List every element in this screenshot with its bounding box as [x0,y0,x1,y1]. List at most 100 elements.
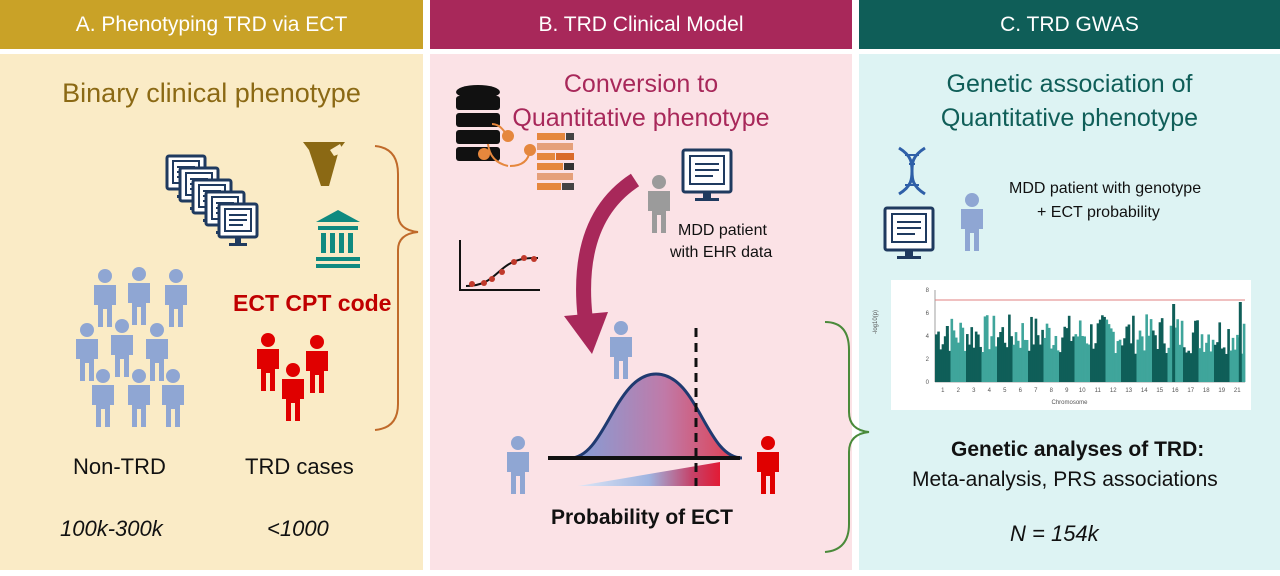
plot-bar [1090,324,1093,382]
plot-bar [1227,329,1230,382]
genotype-patient-line2: + ECT probability [1037,204,1160,221]
panel-c-heading-line1: Genetic association of [946,70,1193,98]
plot-bar [1070,341,1073,382]
plot-x-tick: 12 [1110,388,1117,394]
plot-bar [1028,350,1031,382]
plot-bar [1083,336,1086,382]
plot-bar [1043,337,1047,382]
plot-bar [1116,341,1120,382]
panel-a-heading: Binary clinical phenotype [62,78,361,108]
trd-cases-label: TRD cases [245,454,354,479]
plot-bar [1191,332,1195,382]
plot-bar [1187,350,1191,382]
non-trd-label: Non-TRD [73,454,166,479]
plot-x-tick: 6 [1019,388,1023,394]
plot-bar [1205,342,1208,382]
plot-bar [1014,332,1018,382]
plot-bar [1118,339,1122,382]
plot-x-tick: 9 [1065,388,1069,394]
plot-bar [1207,334,1210,382]
plot-bar [1096,323,1100,382]
plot-bar [937,331,940,382]
plot-bar [1156,348,1160,382]
plot-bar [1103,316,1106,382]
plot-y-tick: 6 [926,311,930,317]
plot-bar [981,351,985,382]
plot-bar [1220,348,1224,382]
plot-bar [1147,335,1151,382]
plot-bar [1140,336,1144,382]
probability-distribution [548,328,743,486]
plot-bar [1085,343,1089,382]
plot-bar [1158,322,1162,382]
dna-icon [898,146,926,196]
plot-bar [985,315,989,382]
panel-b-heading-line1: Conversion to [563,70,719,98]
plot-bar [1152,330,1155,382]
plot-bar [1114,353,1117,382]
plot-y-tick: 0 [926,380,930,386]
plot-peak [1172,304,1176,382]
plot-bar [1198,348,1202,382]
plot-x-tick: 16 [1172,388,1179,394]
plot-bar [1001,327,1005,382]
plot-bar [1081,335,1084,382]
plot-bar [963,350,967,382]
plot-bar [1101,315,1104,382]
plot-bar [992,315,996,382]
plot-x-tick: 3 [972,388,976,394]
plot-bar [1050,348,1053,382]
plot-bar [950,318,954,382]
plot-bar [988,349,991,382]
plot-bar [974,331,978,382]
plot-bar [1163,343,1166,382]
plot-x-tick: 18 [1203,388,1210,394]
panel-a: A. Phenotyping TRD via ECT Binary clinic… [0,0,423,576]
panel-c-bracket [824,321,870,553]
plot-bar [1222,347,1226,382]
patient-label-line1: MDD patient [678,222,767,239]
plot-bar [970,327,974,382]
plot-bar [1138,330,1142,382]
plot-bar [1016,340,1020,382]
panel-b-heading-line2: Quantitative phenotype [512,104,770,132]
plot-bar [1185,352,1188,382]
plot-bar [941,344,945,382]
plot-bar [1039,344,1042,382]
plot-bar [1105,319,1109,382]
plot-bar [1008,314,1011,382]
ect-cpt-code-label: ECT CPT code [233,290,392,316]
high-probability-person-icon [757,436,779,494]
probability-of-ect-label: Probability of ECT [551,506,734,529]
plot-x-tick: 10 [1079,388,1086,394]
panel-c-heading-line2: Quantitative phenotype [940,104,1199,132]
plot-bar [968,344,971,382]
plot-bar [954,337,958,382]
plot-bar [1045,323,1049,382]
plot-bar [943,336,947,382]
plot-bar [1012,344,1016,382]
plot-bar [1072,336,1075,382]
plot-bar [1021,323,1024,382]
plot-bar [1167,347,1171,382]
plot-bar [1112,331,1115,382]
plot-bar [1025,339,1029,382]
plot-x-tick: 15 [1156,388,1163,394]
plot-bar [994,346,998,382]
plot-bar [1041,329,1044,382]
plot-bar [1067,315,1071,382]
plot-bar [1143,350,1146,382]
plot-bar [1214,344,1217,382]
plot-bar [1154,335,1157,382]
plot-bar [939,349,943,382]
vanderbilt-logo-icon [303,142,345,186]
plot-bar [1052,345,1055,382]
plot-bar [997,337,1000,382]
genetic-analyses-title: Genetic analyses of TRD: [951,438,1205,461]
panel-b-header: B. TRD Clinical Model [430,0,852,49]
plot-peak [1238,302,1242,382]
genotype-patient-line1: MDD patient with genotype [1009,180,1202,197]
plot-bar [1078,320,1082,382]
plot-bar [1231,337,1235,382]
